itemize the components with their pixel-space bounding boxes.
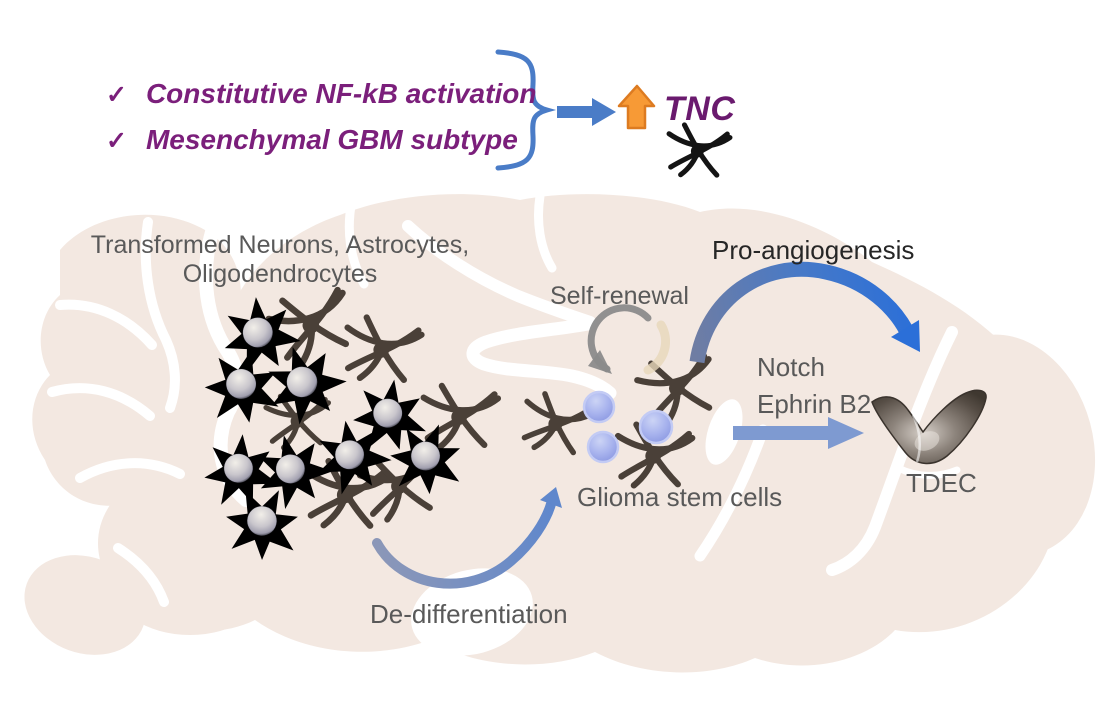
pro-angiogenesis-label: Pro-angiogenesis [712,235,915,265]
glioma-stem-cell [582,390,616,424]
notch-label: Notch [757,352,825,382]
right-arrow-icon [557,98,616,126]
curly-brace-icon [495,49,557,171]
glioma-stem-cells [582,390,674,464]
checkmark-icon: ✓ [106,81,127,109]
transformed-cells [198,292,476,574]
blue-star-cell [257,334,355,431]
tenascin-molecule-icon [664,123,731,181]
magenta-star-cell [214,474,315,574]
green-star-cell [381,412,476,506]
blue-star-cell [198,341,291,432]
self-renewal-label: Self-renewal [550,282,689,310]
transformed-cells-label-line2: Oligodendrocytes [182,259,378,288]
glioma-stem-cell [638,409,674,445]
checklist-item-label: Constitutive NF-kB activation [145,78,537,109]
tdec-label: TDEC [906,468,977,498]
transformed-cells-label: Transformed Neurons, Astrocytes, Oligode… [60,231,500,289]
de-differentiation-arrow-icon [372,487,562,589]
tnc-label: TNC [664,90,736,128]
tdec-cell [871,389,987,465]
notch-ephrin-arrow-icon [733,417,864,449]
brain-sulci [47,191,961,656]
transformed-cells-label-line1: Transformed Neurons, Astrocytes, [90,231,470,259]
glioma-stem-cell [586,430,620,464]
checklist-item-gbm: ✓ Mesenchymal GBM subtype [106,124,518,156]
de-differentiation-label: De-differentiation [370,599,568,629]
checklist-item-label: Mesenchymal GBM subtype [145,124,518,155]
self-renewal-loop-icon [587,304,671,375]
checkmark-icon: ✓ [106,127,127,155]
checklist-item-nfkb: ✓ Constitutive NF-kB activation [106,78,536,110]
green-star-cell [349,374,433,457]
magenta-star-cell [202,431,282,509]
magenta-star-cell [249,425,339,514]
green-star-cell [310,414,396,498]
up-arrow-icon [617,84,656,130]
blue-star-cell [219,292,304,375]
pro-angiogenesis-arrow-icon [689,261,920,364]
glioma-stem-cells-label: Glioma stem cells [577,482,783,512]
brain-silhouette [24,194,1096,673]
ephrin-b2-label: Ephrin B2 [757,389,872,419]
